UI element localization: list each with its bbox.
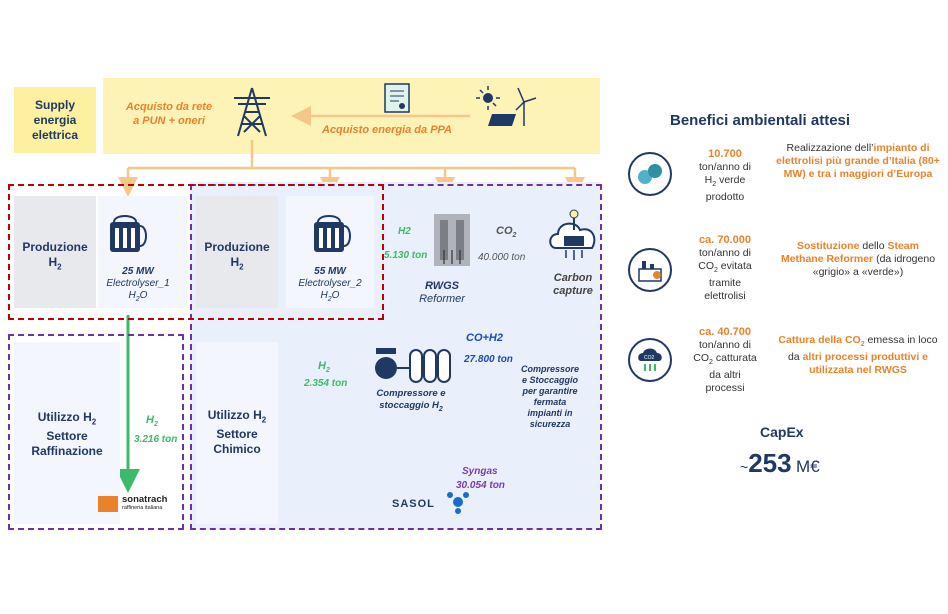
benefit-2-description: Sostituzione dello Steam Methane Reforme… [780,240,936,278]
co-h2-value: 27.800 ton [464,354,513,365]
ppa-purchase-text: Acquisto energia da PPA [322,124,452,136]
h2-to-rwgs-value: 5.130 ton [384,250,428,261]
h2-chemical-label: H2 [318,360,330,375]
supply-label-box: Supply energia elettrica [14,87,96,153]
svg-text:CO2: CO2 [644,355,655,361]
electrolyser-icon [110,215,147,252]
compressor-storage-icon [375,348,451,383]
sasol-logo: sasol [392,498,435,510]
capex-value: ~253 M€ [740,448,820,478]
h2-refining-label: H2 [146,414,158,429]
co-h2-label: CO+H2 [466,332,503,344]
h2-refining-value: 3.216 ton [134,434,178,445]
contract-icon [384,83,410,113]
h2-chemical-value: 2.354 ton [304,378,348,389]
syngas-label: Syngas [462,466,498,477]
capex-label: CapEx [760,424,804,440]
h2-to-rwgs-label: H2 [398,226,411,237]
supply-label-3: elettrica [31,127,79,142]
sonatrach-logo: sonatrach raffineria italiana [98,494,170,514]
sasol-mark-icon [447,492,469,514]
supply-label-2: energia [33,112,77,127]
co2-label: CO2 [496,225,517,240]
chemical-sector-border [190,184,602,530]
production-col-2 [196,196,278,308]
benefit-3-description: Cattura della CO2 emessa in loco da altr… [778,334,938,377]
reformer-icon [434,214,470,266]
production-col-1 [14,196,96,308]
h2-production-border [8,184,384,320]
co2-value: 40.000 ton [478,252,526,263]
benefit-1-figure: 10.700 ton/anno di H2 verde prodotto [699,148,751,204]
power-pylon-icon [234,87,270,137]
supply-label: Supply [34,97,75,112]
renewables-icon [476,86,537,126]
benefit-3-figure: ca. 40.700 ton/anno di CO2 catturata da … [693,326,757,395]
factory-icon [628,248,672,292]
h2-molecule-icon [628,152,672,196]
chemical-col [196,342,278,524]
benefit-2-figure: ca. 70.000 ton/anno di CO2 evitata trami… [698,234,752,303]
refining-sector-border [8,334,184,530]
carbon-capture-icon [549,209,596,260]
electrolyser-icon [314,215,351,252]
benefits-title: Benefici ambientali attesi [670,112,851,129]
syngas-value: 30.054 ton [456,480,505,491]
benefit-1-description: Realizzazione dell’impianto di elettroli… [776,142,940,180]
refining-col [14,342,120,524]
co2-cloud-icon: CO2 [628,338,672,382]
